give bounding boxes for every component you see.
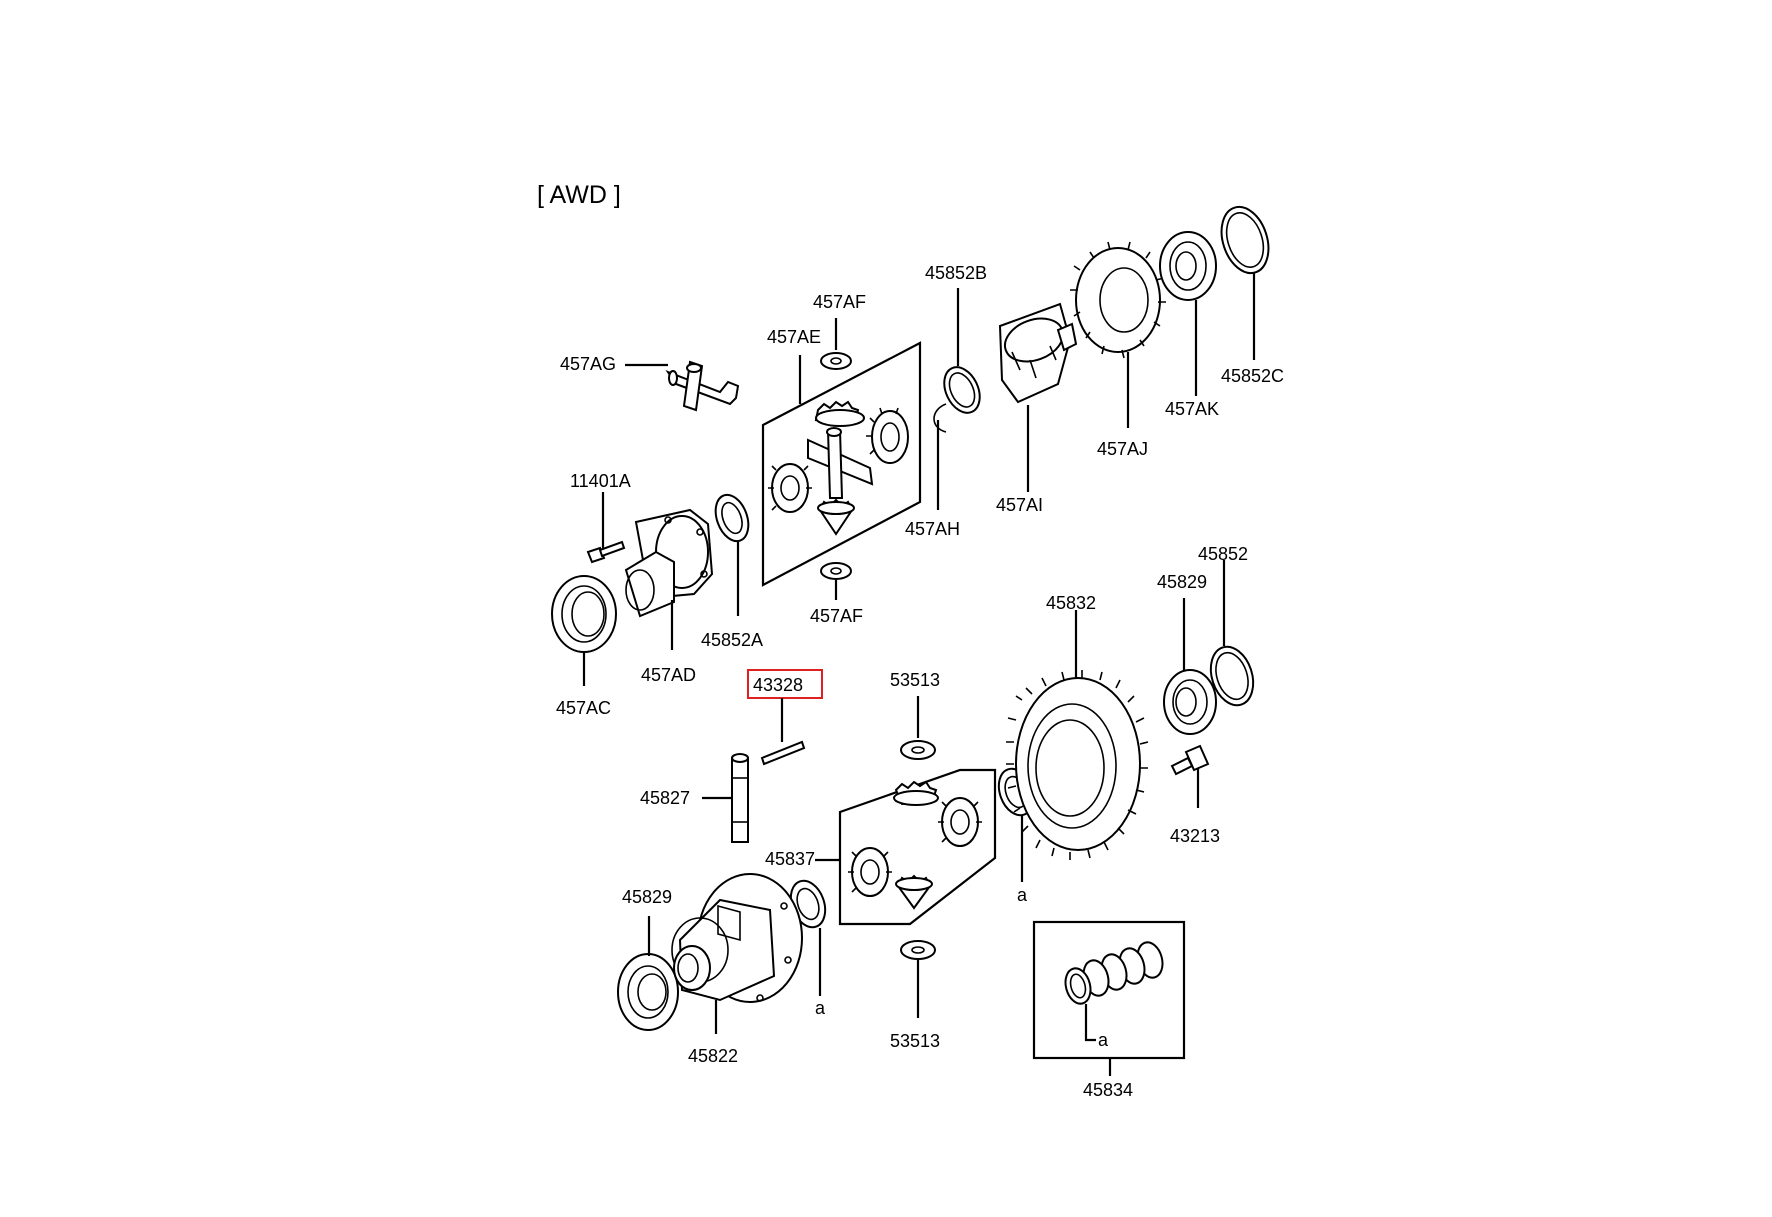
label-43328[interactable]: 43328 <box>753 675 803 695</box>
label-45852: 45852 <box>1198 544 1248 564</box>
washer-53513-top <box>900 740 936 760</box>
label-45837: 45837 <box>765 849 815 869</box>
spider-cross-457ag <box>665 360 740 412</box>
circlip-457ah <box>933 403 947 433</box>
label-11401a: 11401A <box>570 471 631 491</box>
label-457af-bottom: 457AF <box>810 606 863 626</box>
label-457ae: 457AE <box>767 327 821 347</box>
bolt-11401a <box>586 540 626 564</box>
shim-set-45834 <box>1064 941 1164 1005</box>
washer-457af-bottom <box>820 562 852 580</box>
label-457af-top: 457AF <box>813 292 866 312</box>
ring-45852b <box>943 366 981 414</box>
washer-53513-bottom <box>900 940 936 960</box>
ring-45852c <box>1220 205 1270 275</box>
label-457aj: 457AJ <box>1097 439 1148 459</box>
label-457ak: 457AK <box>1165 399 1219 419</box>
label-457ad: 457AD <box>641 665 696 685</box>
side-gear-right <box>866 407 909 464</box>
label-a-left: a <box>815 998 826 1018</box>
flange-457ad <box>624 508 714 618</box>
pinion-gear-45837-bottom <box>895 874 933 910</box>
label-a-box: a <box>1098 1030 1109 1050</box>
spider-center <box>807 427 874 499</box>
side-gear-45837-right <box>938 797 982 847</box>
label-53513-top: 53513 <box>890 670 940 690</box>
label-457ah: 457AH <box>905 519 960 539</box>
label-45852c: 45852C <box>1221 366 1284 386</box>
washer-45852a <box>714 493 750 543</box>
label-45827: 45827 <box>640 788 690 808</box>
label-53513-bottom: 53513 <box>890 1031 940 1051</box>
side-gear-left <box>768 463 812 513</box>
label-45829-right: 45829 <box>1157 572 1207 592</box>
label-43213: 43213 <box>1170 826 1220 846</box>
leader-a-box <box>1084 1004 1096 1042</box>
label-45832: 45832 <box>1046 593 1096 613</box>
label-45822: 45822 <box>688 1046 738 1066</box>
bearing-457ac <box>551 575 617 653</box>
label-45829-left: 45829 <box>622 887 672 907</box>
roll-pin-43328 <box>760 740 806 766</box>
kit-box-45837 <box>838 768 997 926</box>
diff-case-457ai <box>998 302 1078 404</box>
bearing-45829-left <box>617 953 679 1031</box>
kit-box-457ae <box>761 341 922 587</box>
bearing-45829-right <box>1163 669 1217 735</box>
label-457ac: 457AC <box>556 698 611 718</box>
side-gear-45837-left <box>848 847 892 897</box>
kit-box-45834 <box>1032 920 1186 1060</box>
highlight-box-43328 <box>747 669 823 699</box>
diff-case-45822 <box>671 873 803 1003</box>
label-457ag: 457AG <box>560 354 616 374</box>
label-45834: 45834 <box>1083 1080 1133 1100</box>
pinion-gear-bottom <box>817 498 855 536</box>
pinion-gear-top <box>814 400 865 427</box>
label-a-right: a <box>1017 885 1028 905</box>
label-45852a: 45852A <box>701 630 763 650</box>
washer-457af-top <box>820 352 852 370</box>
label-457ai: 457AI <box>996 495 1043 515</box>
label-45852b: 45852B <box>925 263 987 283</box>
helical-gear-457aj <box>1070 241 1166 359</box>
bearing-457ak <box>1159 231 1217 301</box>
diagram-title: [ AWD ] <box>537 181 621 209</box>
pinion-shaft-45827 <box>731 753 749 843</box>
ring-gear-45832 <box>1006 670 1149 860</box>
ring-45852 <box>1209 645 1255 707</box>
bolt-43213 <box>1170 744 1210 776</box>
pinion-gear-45837-top <box>893 780 939 806</box>
